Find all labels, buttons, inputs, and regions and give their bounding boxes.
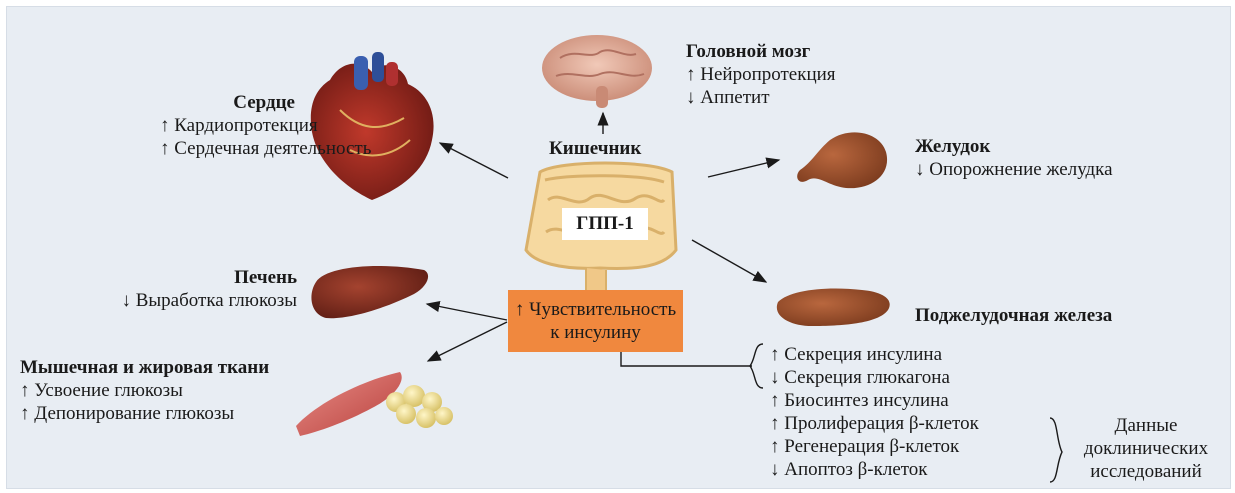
muscle-fat-effect-2: ↑ Депонирование глюкозы xyxy=(20,402,269,425)
stomach-title: Желудок xyxy=(915,135,1113,158)
liver-title: Печень xyxy=(60,266,297,289)
fat-cells-icon xyxy=(386,385,453,428)
stomach-icon xyxy=(797,132,887,188)
pancreas-effects: ↑ Секреция инсулина ↓ Секреция глюкагона… xyxy=(770,343,979,481)
preclinical-line-1: Данные xyxy=(1066,414,1226,437)
insulin-sensitivity-line-2: к инсулину xyxy=(508,321,683,344)
heart-label: Сердце ↑ Кардиопротекция ↑ Сердечная дея… xyxy=(160,91,295,160)
pancreas-effect-6: ↓ Апоптоз β-клеток xyxy=(770,458,979,481)
liver-effect-1: ↓ Выработка глюкозы xyxy=(60,289,297,312)
heart-effect-1: ↑ Кардиопротекция xyxy=(160,114,295,137)
arrow-to-heart xyxy=(440,143,508,178)
connector-sensitivity-to-pancreas xyxy=(621,352,752,366)
pancreas-title: Поджелудочная железа xyxy=(915,304,1112,327)
insulin-sensitivity-line-1: ↑ Чувствительность xyxy=(508,298,683,321)
brain-effect-1: ↑ Нейропротекция xyxy=(686,63,836,86)
muscle-fat-title: Мышечная и жировая ткани xyxy=(20,356,269,379)
gut-title: Кишечник xyxy=(549,137,641,160)
preclinical-line-2: доклинических xyxy=(1066,437,1226,460)
heart-icon xyxy=(311,52,434,200)
pancreas-effect-2: ↓ Секреция глюкагона xyxy=(770,366,979,389)
insulin-sensitivity-box: ↑ Чувствительность к инсулину xyxy=(508,290,683,352)
pancreas-effect-1: ↑ Секреция инсулина xyxy=(770,343,979,366)
arrow-to-liver xyxy=(427,304,507,320)
heart-title: Сердце xyxy=(160,91,295,114)
preclinical-line-3: исследований xyxy=(1066,460,1226,483)
muscle-icon xyxy=(296,372,402,436)
brain-label: Головной мозг ↑ Нейропротекция ↓ Аппетит xyxy=(686,40,836,109)
arrow-to-stomach xyxy=(708,160,779,177)
pancreas-effect-4: ↑ Пролиферация β-клеток xyxy=(770,412,979,435)
insulin-sensitivity-label: ↑ Чувствительность к инсулину xyxy=(508,298,683,344)
stomach-effect-1: ↓ Опорожнение желудка xyxy=(915,158,1113,181)
glp1-label: ГПП-1 xyxy=(562,212,648,235)
liver-icon xyxy=(311,266,428,318)
glp1-badge: ГПП-1 xyxy=(562,208,648,240)
heart-effect-2: ↑ Сердечная деятельность xyxy=(160,137,295,160)
brain-icon xyxy=(542,35,652,108)
liver-label: Печень ↓ Выработка глюкозы xyxy=(60,266,297,312)
pancreas-effect-5: ↑ Регенерация β-клеток xyxy=(770,435,979,458)
brain-effect-2: ↓ Аппетит xyxy=(686,86,836,109)
brace-preclinical xyxy=(1050,418,1062,482)
brain-title: Головной мозг xyxy=(686,40,836,63)
preclinical-note: Данные доклинических исследований xyxy=(1066,414,1226,483)
stomach-label: Желудок ↓ Опорожнение желудка xyxy=(915,135,1113,181)
muscle-fat-label: Мышечная и жировая ткани ↑ Усвоение глюк… xyxy=(20,356,269,425)
arrow-to-muscle-fat xyxy=(428,322,507,361)
muscle-fat-effect-1: ↑ Усвоение глюкозы xyxy=(20,379,269,402)
pancreas-icon xyxy=(777,289,890,327)
arrow-to-pancreas xyxy=(692,240,766,282)
pancreas-effect-3: ↑ Биосинтез инсулина xyxy=(770,389,979,412)
